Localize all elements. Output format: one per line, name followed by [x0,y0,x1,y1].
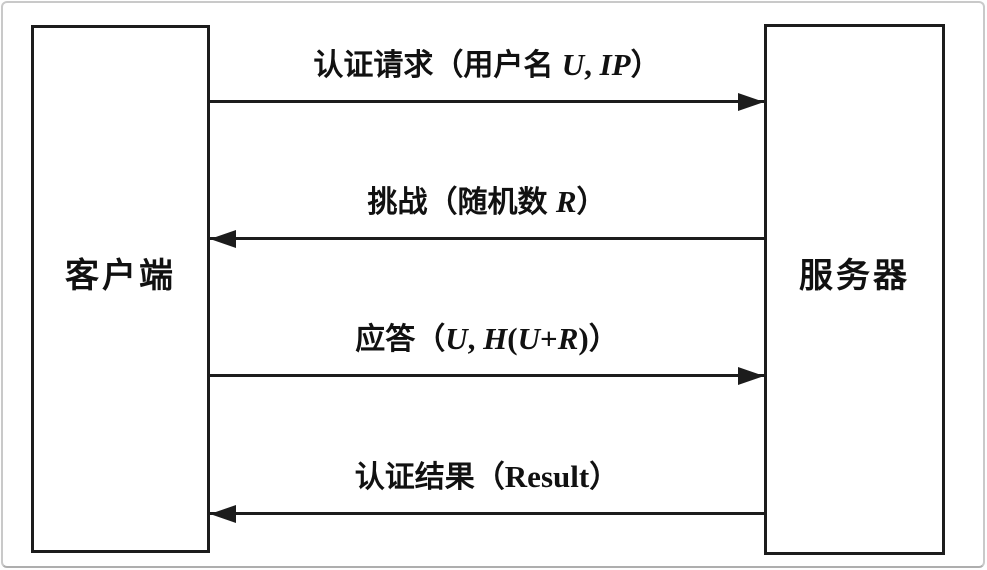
arrowhead-right-icon [738,367,764,385]
arrow-line [210,374,764,377]
arrow-left-icon [210,505,764,523]
server-box: 服务器 [764,24,945,555]
message-auth-result-label: 认证结果（Result） [354,459,620,494]
client-box: 客户端 [31,25,210,553]
arrow-left-icon [210,230,764,248]
arrow-line [210,237,764,240]
message-challenge: 挑战（随机数 R） [210,181,764,248]
message-challenge-label: 挑战（随机数 R） [367,184,607,219]
message-auth-request-label: 认证请求（用户名 U, IP） [313,47,661,82]
message-auth-result: 认证结果（Result） [210,456,764,523]
arrow-line [210,100,764,103]
arrow-right-icon [210,93,764,111]
arrow-line [210,512,764,515]
arrowhead-left-icon [210,505,236,523]
arrowhead-left-icon [210,230,236,248]
arrow-right-icon [210,367,764,385]
arrowhead-right-icon [738,93,764,111]
message-response: 应答（U, H(U+R)） [210,318,764,385]
message-response-label: 应答（U, H(U+R)） [355,321,619,356]
client-label: 客户端 [65,256,176,295]
message-auth-request: 认证请求（用户名 U, IP） [210,44,764,111]
server-label: 服务器 [799,257,910,295]
